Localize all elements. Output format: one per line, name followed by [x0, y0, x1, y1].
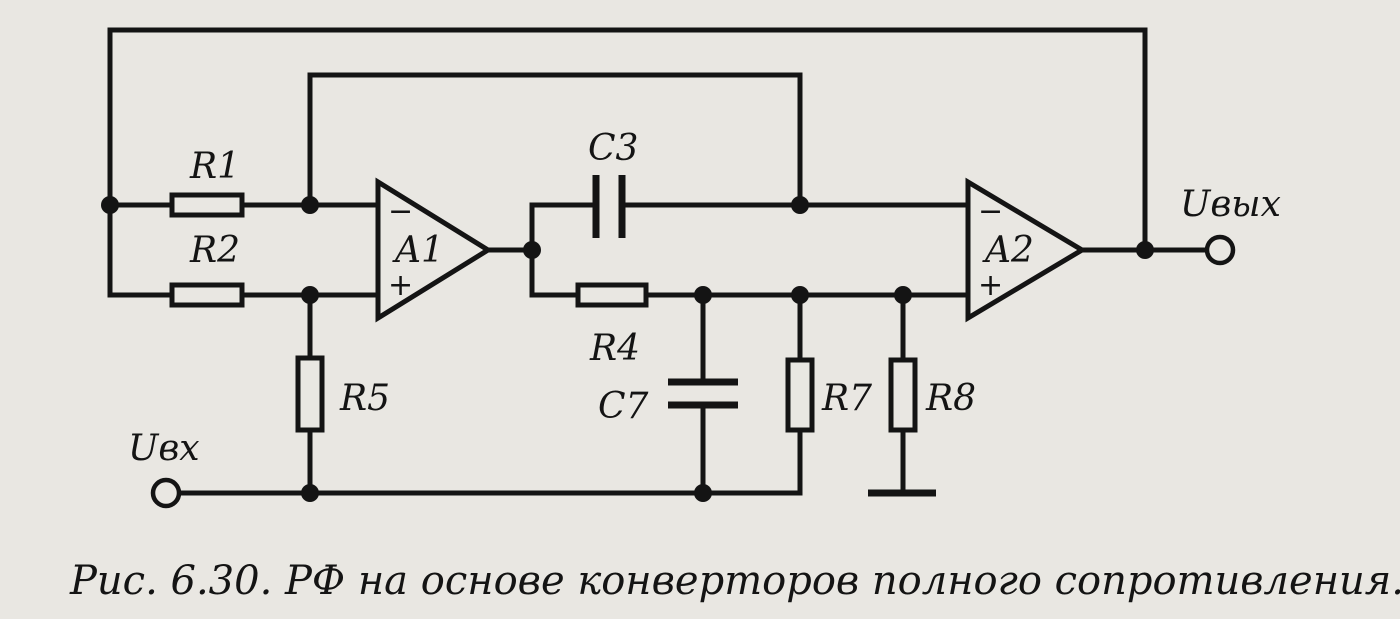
node-c7-bottom: [694, 484, 712, 502]
label-r2: R2: [189, 230, 240, 271]
label-u-in: Uвх: [128, 428, 200, 469]
label-r5: R5: [339, 378, 390, 419]
node-a1-plus: [301, 286, 319, 304]
label-c7: C7: [598, 386, 649, 427]
label-r1: R1: [189, 146, 240, 187]
node-c7-top: [694, 286, 712, 304]
node-c3-right: [791, 196, 809, 214]
node-r8-top: [894, 286, 912, 304]
capacitor-c7: [668, 378, 738, 409]
input-terminal: [150, 477, 182, 509]
opamp-a2: [965, 177, 1087, 323]
label-r4: R4: [589, 328, 640, 369]
resistor-r1: [169, 192, 245, 218]
node-left-top: [101, 196, 119, 214]
junction-nodes: [101, 196, 1154, 502]
label-a2: A2: [982, 230, 1034, 271]
label-r7: R7: [821, 378, 872, 419]
capacitor-c3: [592, 175, 626, 238]
label-r8: R8: [925, 378, 976, 419]
resistor-r5: [295, 355, 325, 433]
label-a1: A1: [392, 230, 444, 271]
opamp-a2-minus-sign: −: [978, 194, 1003, 229]
opamp-a1: [375, 177, 493, 323]
figure-caption: Рис. 6.30. РФ на основе конверторов полн…: [69, 558, 1400, 604]
output-terminal: [1204, 234, 1236, 266]
node-a1-minus: [301, 196, 319, 214]
label-u-out: Uвых: [1180, 184, 1281, 225]
wire-c3-left: [529, 202, 595, 253]
resistor-r7: [785, 357, 815, 433]
node-a1-output: [523, 241, 541, 259]
resistor-r8: [888, 357, 918, 433]
node-r5-bottom: [301, 484, 319, 502]
resistor-r4: [575, 282, 649, 308]
node-r7-top: [791, 286, 809, 304]
opamp-a1-plus-sign: +: [388, 268, 413, 303]
opamp-a1-minus-sign: −: [388, 194, 413, 229]
resistor-r2: [169, 282, 245, 308]
node-a2-output: [1136, 241, 1154, 259]
wire-outer-feedback: [107, 27, 1148, 253]
wire-inner-feedback: [307, 72, 803, 208]
opamp-a2-plus-sign: +: [978, 268, 1003, 303]
wire-r4-left: [529, 247, 581, 298]
label-c3: C3: [588, 128, 638, 169]
